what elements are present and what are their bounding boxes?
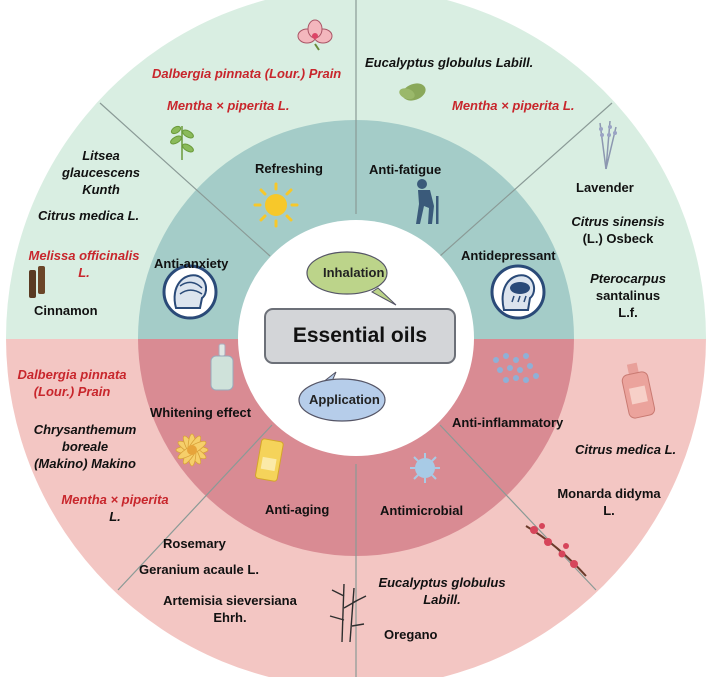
plant-litsea-line3: Kunth (82, 182, 120, 197)
effect-antimicrobial: Antimicrobial (380, 503, 464, 518)
plant-eucalyptus-bottom-line2: Labill. (423, 592, 461, 607)
blossom-branch-icon (525, 523, 587, 577)
pink-flower-icon (297, 19, 333, 51)
plant-melissa-line2: L. (78, 265, 90, 280)
plant-rosemary: Rosemary (163, 536, 226, 551)
inhalation-bubble (306, 251, 397, 306)
plant-pterocarpus-line1: Pterocarpus (590, 271, 666, 286)
plant-geranium: Geranium acaule L. (139, 562, 259, 577)
plant-litsea: Litsea glaucescens Kunth (56, 147, 146, 198)
plant-monarda-line1: Monarda didyma (557, 486, 661, 501)
cinnamon-icon (29, 266, 45, 298)
plant-melissa: Melissa officinalis L. (14, 247, 154, 281)
plant-cinnamon: Cinnamon (34, 303, 98, 318)
plant-melissa-line1: Melissa officinalis (28, 248, 140, 263)
inhalation-label: Inhalation (323, 265, 385, 280)
plant-citrus-medica-right: Citrus medica L. (575, 442, 677, 457)
plant-dalbergia-bottom-line2: (Lour.) Prain (33, 384, 111, 399)
plant-citrus-sinensis-line2: (L.) Osbeck (582, 231, 654, 246)
effect-anti-fatigue: Anti-fatigue (369, 162, 442, 177)
plant-citrus-sinensis-line1: Citrus sinensis (571, 214, 665, 229)
mint-sprig-icon (170, 125, 194, 160)
application-bubble (298, 371, 386, 422)
plant-dalbergia-bottom-line1: Dalbergia pinnata (17, 367, 127, 382)
sun-icon (253, 182, 299, 228)
plant-mentha-bottom: Mentha × piperita L. (50, 491, 180, 525)
plant-eucalyptus-bottom-line1: Eucalyptus globulus (378, 575, 506, 590)
effect-refreshing: Refreshing (255, 161, 323, 176)
plant-eucalyptus-bottom: Eucalyptus globulus Labill. (374, 574, 510, 608)
effect-whitening: Whitening effect (150, 405, 252, 420)
mint-leaf-icon (399, 83, 426, 101)
cream-tube-icon (255, 438, 284, 482)
plant-pterocarpus: Pterocarpus santalinus L.f. (578, 270, 678, 321)
chrysanthemum-icon (175, 433, 209, 467)
plant-mentha-bottom-line2: L. (109, 509, 121, 524)
plant-pterocarpus-line2: santalinus (595, 288, 661, 303)
microbe-icon (410, 453, 440, 483)
sector-dividers (99, 0, 613, 677)
pink-bottle-icon (621, 362, 656, 419)
plant-litsea-line1: Litsea (82, 148, 120, 163)
tired-person-icon (416, 179, 439, 224)
plant-artemisia-line2: Ehrh. (213, 610, 247, 625)
effect-anti-anxiety: Anti-anxiety (154, 256, 229, 271)
effect-anti-inflammatory: Anti-inflammatory (452, 415, 564, 430)
plant-chrysanthemum-line1: Chrysanthemum (33, 422, 137, 437)
plant-artemisia: Artemisia sieversiana Ehrh. (145, 592, 315, 626)
plant-chrysanthemum: Chrysanthemum boreale (Makino) Makino (20, 421, 150, 472)
application-label: Application (309, 392, 380, 407)
center-title-box (264, 308, 456, 364)
raincloud-head-icon (490, 264, 546, 320)
plant-mentha-top-right: Mentha × piperita L. (452, 98, 575, 113)
plant-mentha-bottom-line1: Mentha × piperita (61, 492, 169, 507)
bamboo-icon (329, 583, 367, 643)
plant-litsea-line2: glaucescens (61, 165, 141, 180)
plant-pterocarpus-line3: L.f. (618, 305, 638, 320)
plant-dalbergia-top: Dalbergia pinnata (Lour.) Prain (152, 66, 342, 81)
plant-chrysanthemum-line2: boreale (61, 439, 109, 454)
plant-chrysanthemum-line3: (Makino) Makino (34, 456, 136, 471)
effect-antidepressant: Antidepressant (461, 248, 556, 263)
dropper-bottle-icon (210, 343, 234, 391)
plant-artemisia-line1: Artemisia sieversiana (163, 593, 297, 608)
plant-mentha-top-left: Mentha × piperita L. (167, 98, 290, 113)
center-title: Essential oils (292, 324, 428, 347)
molecule-dots-icon (493, 353, 539, 383)
plant-monarda-line2: L. (603, 503, 615, 518)
lavender-icon (599, 120, 617, 170)
plant-eucalyptus-top: Eucalyptus globulus Labill. (365, 55, 534, 70)
plant-citrus-sinensis: Citrus sinensis (L.) Osbeck (558, 213, 678, 247)
anxious-head-icon (162, 264, 218, 320)
plant-monarda: Monarda didyma L. (546, 485, 672, 519)
plant-dalbergia-bottom: Dalbergia pinnata (Lour.) Prain (12, 366, 132, 400)
plant-oregano: Oregano (384, 627, 438, 642)
plant-citrus-medica-left: Citrus medica L. (38, 208, 140, 223)
plant-lavender: Lavender (576, 180, 634, 195)
effect-anti-aging: Anti-aging (265, 502, 330, 517)
